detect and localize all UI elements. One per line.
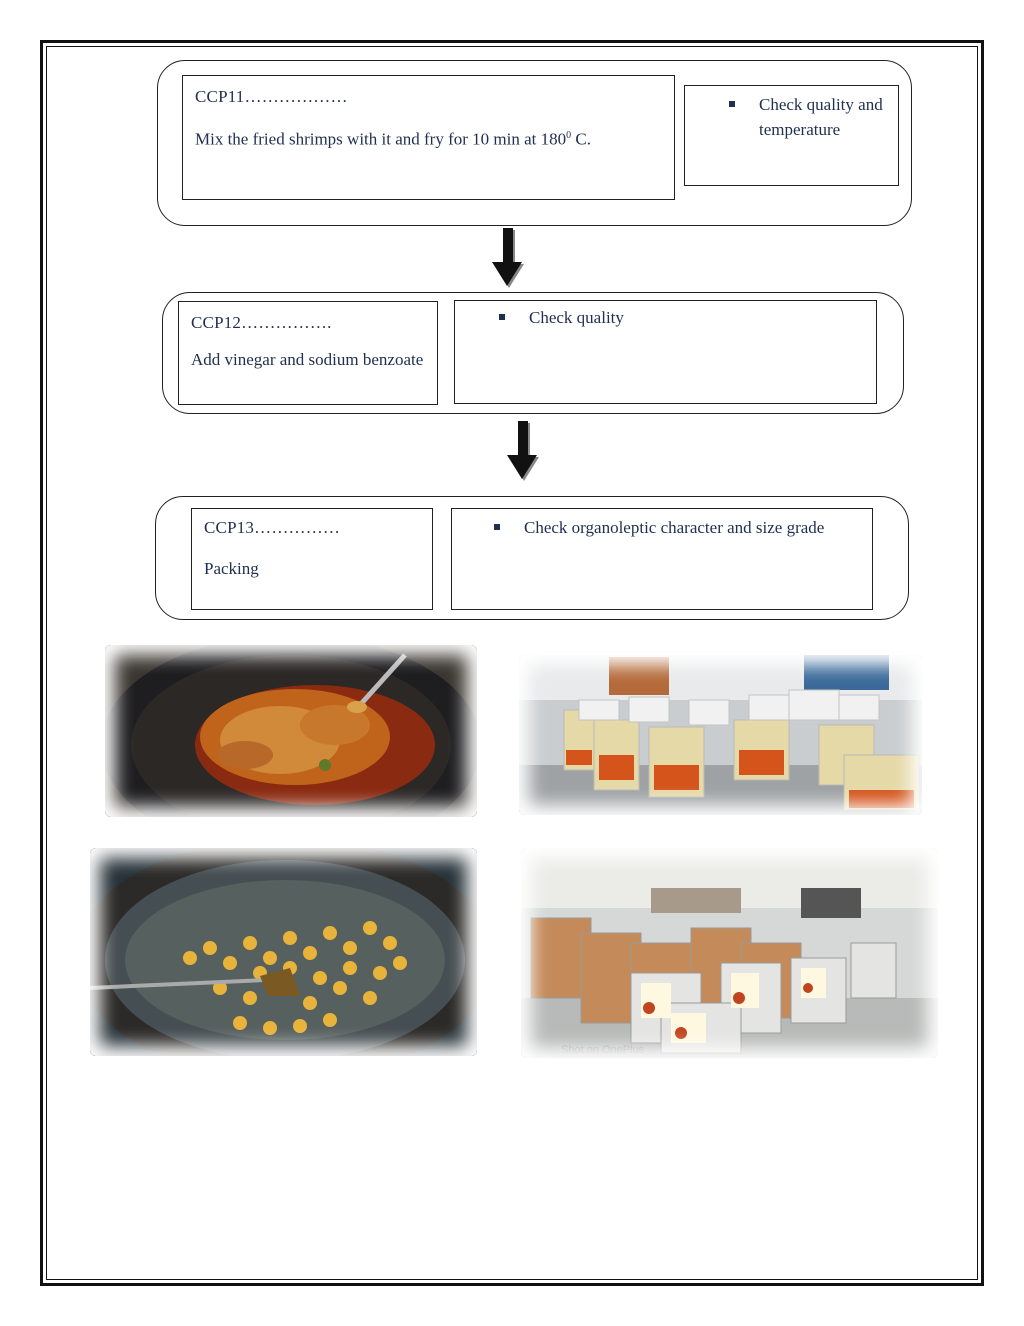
ccp13-code: CCP13…………… xyxy=(204,518,341,537)
ccp11-step-box: CCP11……………… Mix the fried shrimps with i… xyxy=(182,75,675,200)
ccp13-check-item: Check organoleptic character and size gr… xyxy=(494,515,862,540)
bullet-square-icon xyxy=(494,524,500,530)
ccp11-text-end: C. xyxy=(571,129,591,149)
ccp11-degree: 0 xyxy=(566,130,572,141)
down-arrow-icon xyxy=(507,421,539,481)
photo-curry-in-wok xyxy=(105,645,477,817)
ccp13-text: Packing xyxy=(204,559,259,578)
ccp11-text: Mix the fried shrimps with it and fry fo… xyxy=(195,129,567,149)
curry-wok-image xyxy=(105,645,477,817)
ccp12-check-item: Check quality xyxy=(499,305,866,330)
ccp11-check-box: Check quality and temperature xyxy=(684,85,899,186)
page-border-inner xyxy=(46,46,978,1280)
down-arrow-icon xyxy=(492,228,524,288)
ccp13-step-box: CCP13…………… Packing xyxy=(191,508,433,610)
photo-fried-shrimps-in-wok xyxy=(90,848,477,1056)
ccp13-check-box: Check organoleptic character and size gr… xyxy=(451,508,873,610)
ccp12-text: Add vinegar and sodium benzoate xyxy=(191,350,424,369)
labelled-pouches-image xyxy=(521,848,938,1058)
ccp12-step-box: CCP12……………. Add vinegar and sodium benzo… xyxy=(178,301,438,405)
shrimps-wok-image xyxy=(90,848,477,1056)
ccp12-code: CCP12……………. xyxy=(191,313,332,332)
bullet-square-icon xyxy=(499,314,505,320)
ccp11-description: Mix the fried shrimps with it and fry fo… xyxy=(195,123,662,152)
photo-packed-pouches-room xyxy=(519,655,922,815)
bullet-square-icon xyxy=(729,101,735,107)
ccp13-check-list: Check organoleptic character and size gr… xyxy=(494,515,862,540)
page-border xyxy=(40,40,984,1286)
pouches-room-image xyxy=(519,655,922,815)
photo-watermark: Shot on OnePlus xyxy=(561,1044,645,1056)
ccp12-check-box: Check quality xyxy=(454,300,877,404)
ccp11-check-list: Check quality and temperature xyxy=(729,92,888,142)
ccp11-check-item: Check quality and temperature xyxy=(729,92,888,142)
ccp12-check-list: Check quality xyxy=(499,305,866,330)
photo-labelled-pouches: Shot on OnePlus xyxy=(521,848,938,1058)
ccp11-code: CCP11……………… xyxy=(195,87,348,106)
